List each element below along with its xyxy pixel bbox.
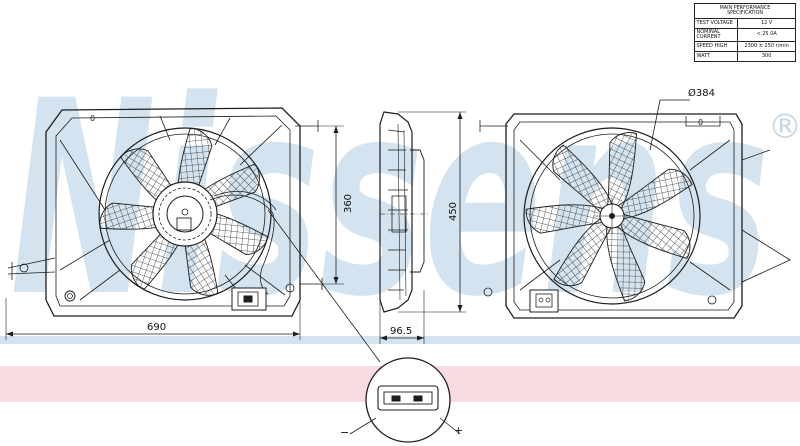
spec-value: 2300 ± 250 r/min [737,40,796,52]
dimension-fan-diameter: Ø384 [688,88,715,99]
spec-row-speed: SPEED HIGH 2300 ± 250 r/min [693,40,796,52]
spec-row-voltage: TEST VOLTAGE 12 V [693,18,796,30]
spec-label: WATT [693,50,739,62]
spec-title-line1: MAIN PERFORMANCE [719,5,771,11]
dimension-depth: 96.5 [390,326,413,337]
watermark-stripe-blue [0,336,800,344]
spec-value: 12 V [737,18,796,30]
spec-row-current: NOMINAL CURRENT < 25.0A [693,28,796,42]
spec-table-header: MAIN PERFORMANCE SPECIFICATION [694,2,796,20]
spec-row-watt: WATT 300 [693,50,796,62]
svg-text:0: 0 [90,114,95,123]
dimension-height-side: 450 [448,201,460,222]
polarity-minus: − [340,426,350,439]
connector-detail [349,357,461,443]
dimension-width: 690 [147,322,167,333]
registered-mark: ® [768,107,800,147]
front-view: 0 [5,107,381,363]
polarity-plus: + [454,424,464,437]
svg-text:0: 0 [698,118,703,127]
spec-table: MAIN PERFORMANCE SPECIFICATION TEST VOLT… [693,2,796,62]
side-view [379,111,466,344]
dimension-height-front: 360 [343,193,355,214]
spec-title-line2: SPECIFICATION [727,11,763,17]
spec-label: NOMINAL CURRENT [693,28,739,42]
spec-label: SPEED HIGH [693,40,739,52]
spec-value: 300 [737,50,796,62]
spec-value: < 25.0A [737,28,796,42]
rear-view: 0 [479,99,791,319]
spec-label: TEST VOLTAGE [693,18,739,30]
